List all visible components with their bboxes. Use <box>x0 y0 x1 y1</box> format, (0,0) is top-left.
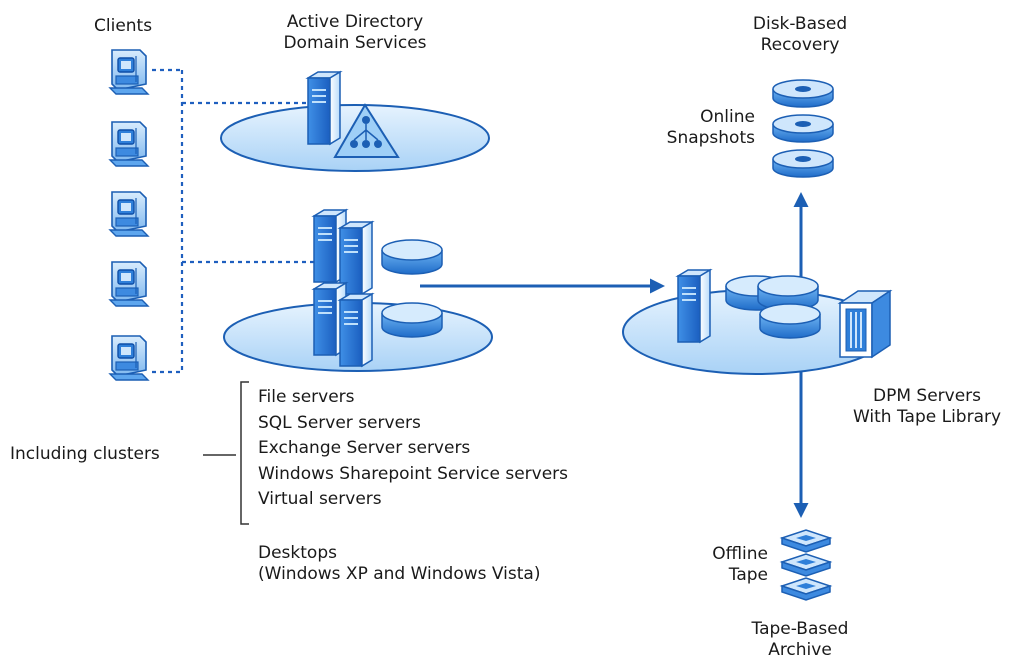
disk-based-recovery-line2: Recovery <box>760 35 840 55</box>
desktops-line1: Desktops <box>258 543 337 563</box>
clients-label: Clients <box>94 16 153 36</box>
dpm-servers-label: DPM Servers With Tape Library <box>832 386 1022 428</box>
active-directory-label: Active Directory Domain Services <box>240 12 470 54</box>
dpm-servers-line1: DPM Servers <box>872 386 982 406</box>
backup-arrows <box>420 192 809 518</box>
desktops-line2: (Windows XP and Windows Vista) <box>258 564 541 584</box>
including-clusters-label: Including clusters <box>10 444 160 464</box>
offline-tape-icon <box>781 529 831 601</box>
online-snapshots-label: Online Snapshots <box>641 107 755 149</box>
online-snapshots-line1: Online <box>700 107 755 127</box>
tape-based-archive-label: Tape-Based Archive <box>720 619 880 661</box>
server-type-item: SQL Server servers <box>258 412 421 433</box>
server-type-item: Virtual servers <box>258 489 382 509</box>
active-directory-label-line1: Active Directory <box>286 12 424 32</box>
server-type-item: Exchange Server servers <box>258 438 471 458</box>
client-computers <box>109 49 149 381</box>
tape-based-archive-line1: Tape-Based <box>751 619 849 639</box>
offline-tape-label: Offline Tape <box>690 544 768 586</box>
server-list-bracket <box>203 381 249 525</box>
desktops-label: Desktops (Windows XP and Windows Vista) <box>258 543 540 585</box>
client-computer-icon <box>109 335 149 381</box>
server-type-item: File servers <box>258 387 355 407</box>
disk-based-recovery-label: Disk-Based Recovery <box>720 14 880 56</box>
offline-tape-line2: Tape <box>728 565 768 585</box>
domain-tree-icon <box>333 103 400 158</box>
offline-tape-line1: Offline <box>712 544 768 564</box>
client-computer-icon <box>109 261 149 307</box>
online-snapshot-disks-icon <box>772 79 834 178</box>
online-snapshots-line2: Snapshots <box>666 128 755 148</box>
tape-library-icon <box>837 289 893 359</box>
tape-based-archive-line2: Archive <box>768 640 832 660</box>
dpm-servers-line2: With Tape Library <box>852 407 1002 427</box>
client-network-lines <box>152 68 320 374</box>
domain-controller-server-icon <box>307 71 341 145</box>
client-computer-icon <box>109 121 149 167</box>
server-types-list: File servers SQL Server servers Exchange… <box>258 385 568 513</box>
client-computer-icon <box>109 49 149 95</box>
active-directory-label-line2: Domain Services <box>283 33 427 53</box>
disk-based-recovery-line1: Disk-Based <box>752 14 848 34</box>
server-type-item: Windows Sharepoint Service servers <box>258 463 569 484</box>
client-computer-icon <box>109 191 149 237</box>
dpm-server-tower-icon <box>677 269 711 343</box>
